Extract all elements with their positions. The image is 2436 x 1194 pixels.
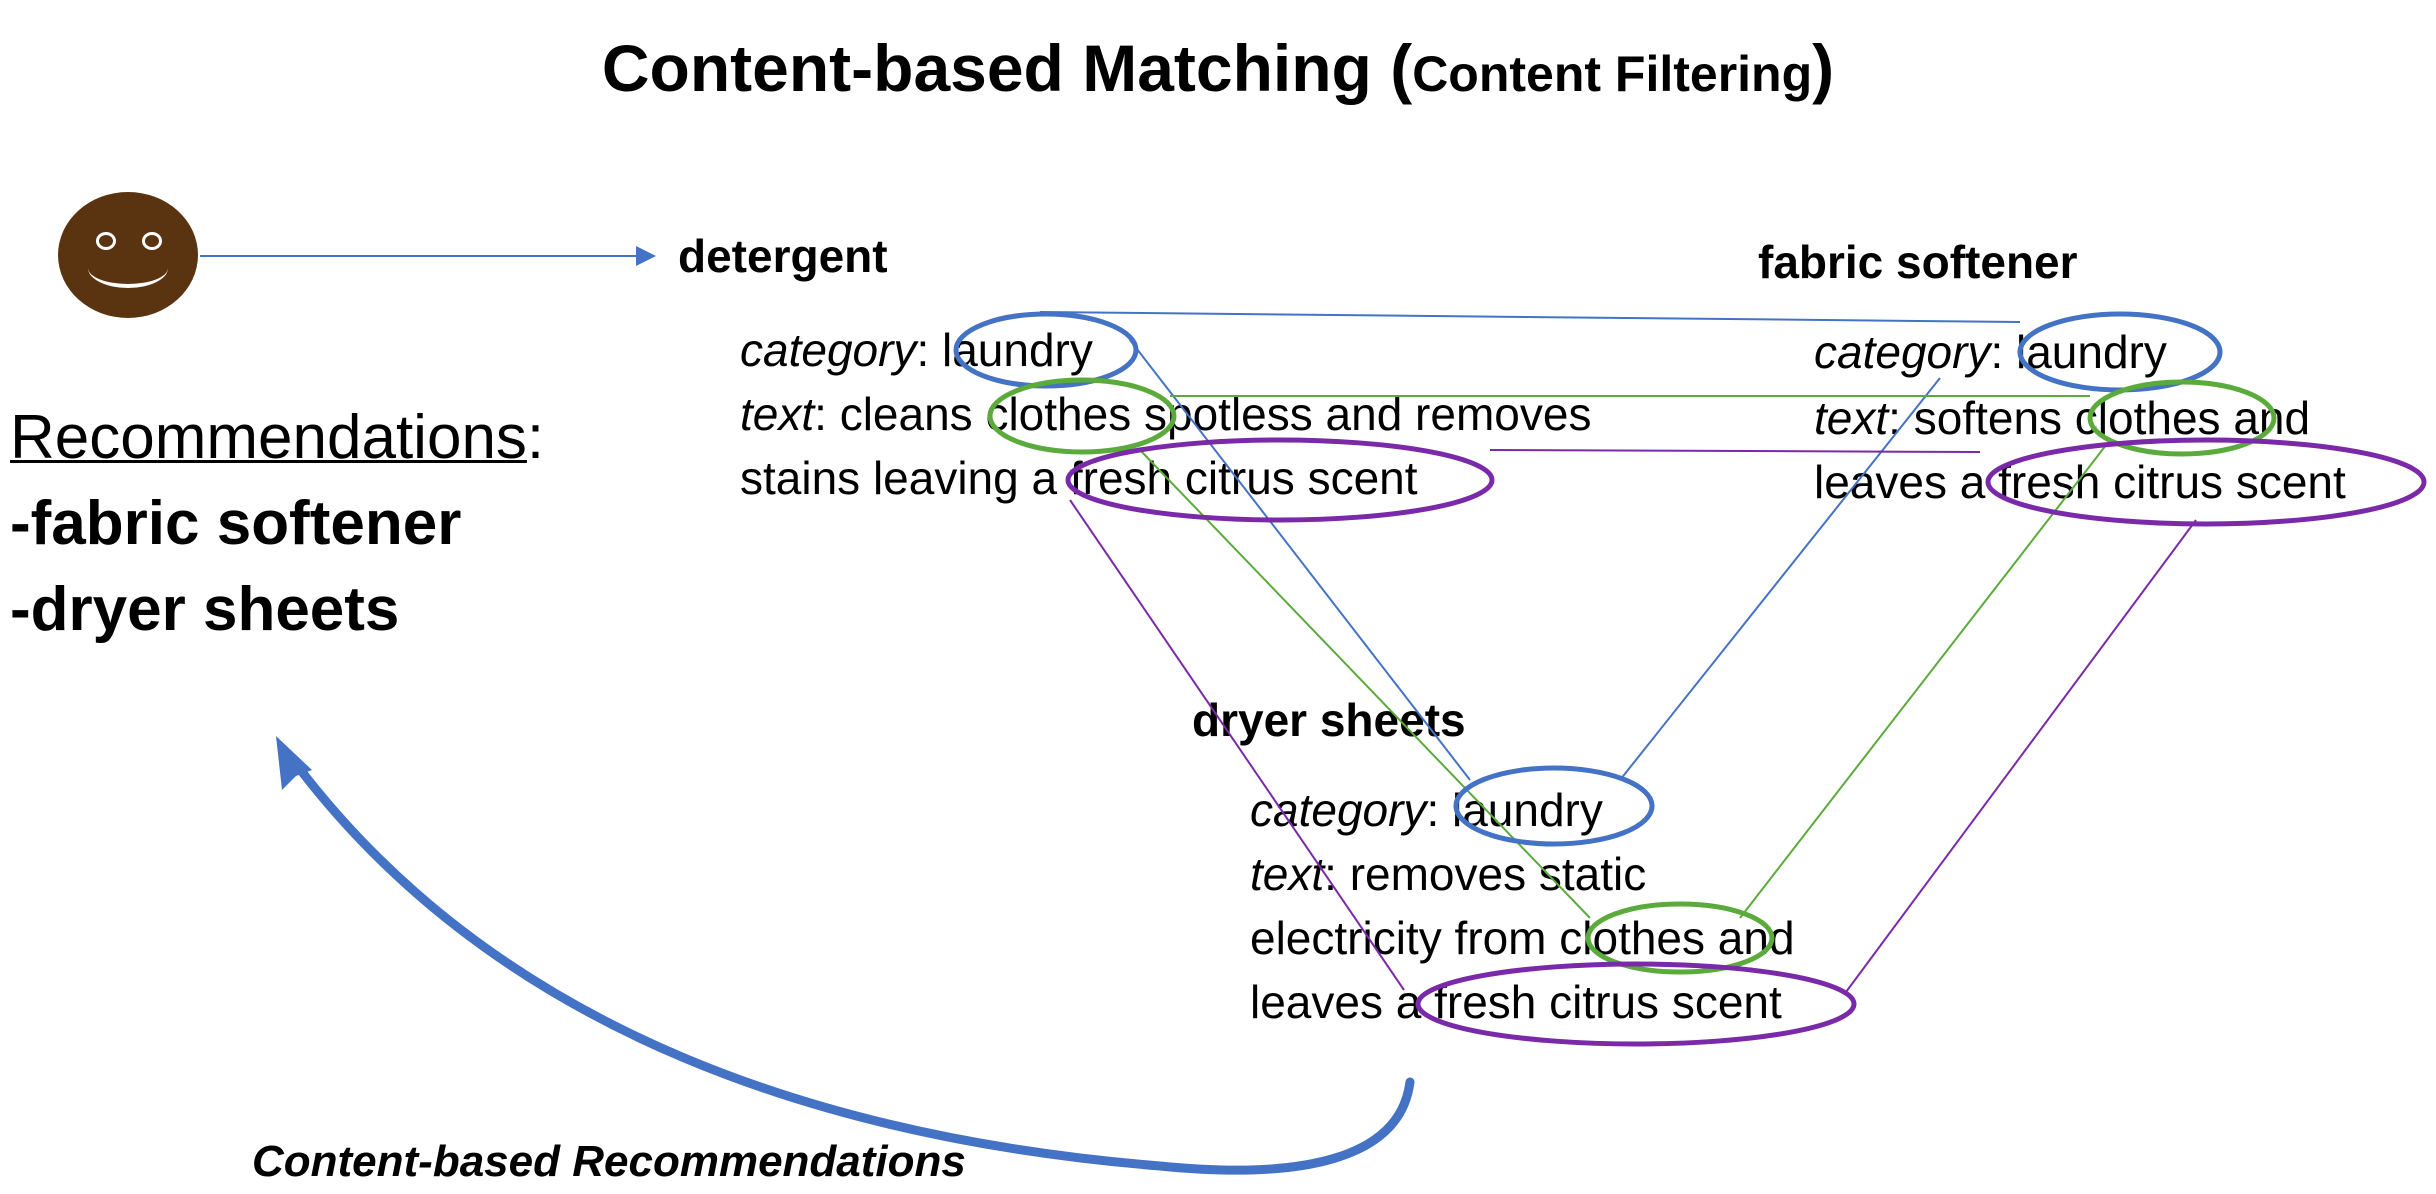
dryer-sheets-scent-highlight — [1415, 961, 1857, 1047]
smile — [88, 248, 168, 288]
dryer-sheets-text-line: leaves a fresh citrus scent — [1250, 976, 1782, 1028]
fabric-softener-category: category: laundry — [1814, 326, 2167, 378]
item-name-dryer-sheets: dryer sheets — [1192, 694, 1466, 746]
fabric-softener-laundry-highlight — [2017, 311, 2223, 393]
detergent-category: category: laundry — [740, 324, 1093, 376]
recommendation-arrow — [285, 751, 1415, 1175]
dryer-sheets-laundry-highlight — [1453, 765, 1655, 847]
category-match-links — [1039, 311, 2021, 781]
recommendation-arrow-head — [276, 736, 312, 790]
fabric-softener-clothes-highlight — [2087, 379, 2277, 457]
fabric-softener-text-line: leaves a fresh citrus scent — [1814, 456, 2346, 508]
item-name-detergent: detergent — [678, 230, 888, 282]
content-based-recommendations-caption: Content-based Recommendations — [252, 1137, 966, 1186]
recommendations-heading: Recommendations: — [10, 403, 545, 472]
smiley-face-icon — [58, 192, 198, 318]
recommendation-item-fabric-softener: -fabric softener — [10, 489, 462, 558]
fabric-softener-scent-highlight — [1985, 437, 2427, 527]
dryer-sheets-text-line: electricity from clothes and — [1250, 912, 1795, 964]
detergent-laundry-highlight — [953, 311, 1139, 389]
recommendation-item-dryer-sheets: -dryer sheets — [10, 575, 400, 644]
scent-match-links — [1069, 449, 2197, 993]
clothes-match-links — [1139, 395, 2111, 919]
dryer-sheets-clothes-highlight — [1585, 901, 1775, 975]
detergent-scent-highlight — [1065, 437, 1495, 523]
page-title: Content-based Matching (Content Filterin… — [601, 31, 1835, 105]
dryer-sheets-text-line: text: removes static — [1250, 848, 1647, 900]
item-name-fabric-softener: fabric softener — [1758, 236, 2078, 288]
detergent-clothes-highlight — [987, 377, 1177, 455]
